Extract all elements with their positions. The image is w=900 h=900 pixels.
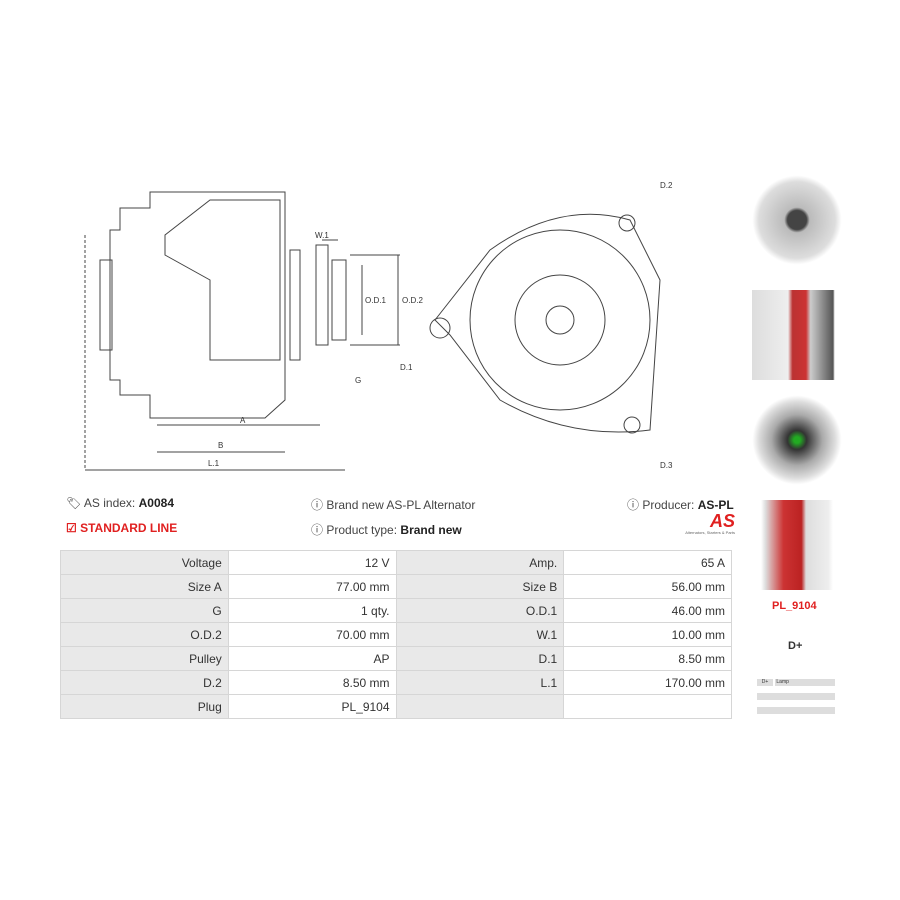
side-view — [84, 191, 400, 471]
front-view — [429, 213, 661, 434]
label-l1: L.1 — [208, 459, 220, 468]
spec-label: O.D.1 — [395, 598, 565, 623]
info-icon: ⓘ — [627, 498, 640, 512]
pin-function: Lamp — [776, 679, 789, 685]
label-a: A — [240, 416, 246, 425]
spec-value: 10.00 mm — [563, 622, 732, 647]
label-d3: D.3 — [660, 461, 673, 470]
spec-value: 170.00 mm — [563, 670, 732, 695]
spec-label — [395, 694, 565, 719]
spec-value: 56.00 mm — [563, 574, 732, 599]
spec-value: PL_9104 — [227, 694, 397, 719]
spec-label: W.1 — [395, 622, 565, 647]
as-pl-logo: AS Alternators, Starters & Parts — [685, 511, 735, 535]
label-d2: D.2 — [660, 181, 673, 190]
product-title: ⓘ Brand new AS-PL Alternator — [311, 498, 476, 512]
pin-row — [757, 693, 835, 700]
product-type: ⓘ Product type: Brand new — [311, 523, 462, 537]
spec-value: 65 A — [563, 550, 732, 575]
spec-label: L.1 — [395, 670, 565, 695]
technical-drawing: W.1 O.D.1 O.D.2 G A B L.1 D.1 D.2 D.3 — [84, 181, 673, 471]
spec-label: Plug — [60, 694, 229, 719]
pin-name: D+ — [757, 679, 775, 686]
spec-label: Amp. — [395, 550, 565, 575]
check-square-icon: ☑ — [66, 521, 77, 535]
label-g: G — [355, 376, 361, 385]
producer: ⓘ Producer: AS-PL — [627, 498, 734, 512]
info-icon: ⓘ — [311, 523, 324, 537]
spec-value: 77.00 mm — [227, 574, 397, 599]
standard-line-badge: ☑ STANDARD LINE — [66, 521, 178, 535]
plug-code: PL_9104 — [772, 600, 817, 612]
spec-label: D.2 — [60, 670, 229, 695]
spec-value: 70.00 mm — [227, 622, 397, 647]
product-photo-front[interactable] — [752, 175, 842, 265]
spec-label: Voltage — [60, 550, 229, 575]
spec-value: 8.50 mm — [227, 670, 397, 695]
label-od2: O.D.2 — [402, 296, 423, 305]
spec-value: AP — [227, 646, 397, 671]
as-index: 🏷 AS index: A0084 — [66, 496, 174, 510]
pin-row: D+ Lamp — [757, 679, 835, 686]
spec-value: 1 qty. — [227, 598, 397, 623]
label-w1: W.1 — [315, 231, 329, 240]
product-photo-angle[interactable] — [752, 500, 842, 590]
terminal-label: D+ — [788, 640, 803, 652]
info-icon: ⓘ — [311, 498, 324, 512]
spec-value: 8.50 mm — [563, 646, 732, 671]
tags-icon: 🏷 — [66, 496, 82, 510]
spec-value: 12 V — [227, 550, 397, 575]
spec-value: 46.00 mm — [563, 598, 732, 623]
spec-label: D.1 — [395, 646, 565, 671]
spec-label: G — [60, 598, 229, 623]
spec-value — [563, 694, 732, 719]
spec-label: O.D.2 — [60, 622, 229, 647]
pin-row — [757, 707, 835, 714]
product-photo-rear[interactable] — [752, 395, 842, 485]
spec-label: Pulley — [60, 646, 229, 671]
spec-label: Size A — [60, 574, 229, 599]
spec-label: Size B — [395, 574, 565, 599]
product-photo-side[interactable] — [752, 290, 842, 380]
label-b: B — [218, 441, 223, 450]
label-od1: O.D.1 — [365, 296, 386, 305]
label-d1: D.1 — [400, 363, 413, 372]
